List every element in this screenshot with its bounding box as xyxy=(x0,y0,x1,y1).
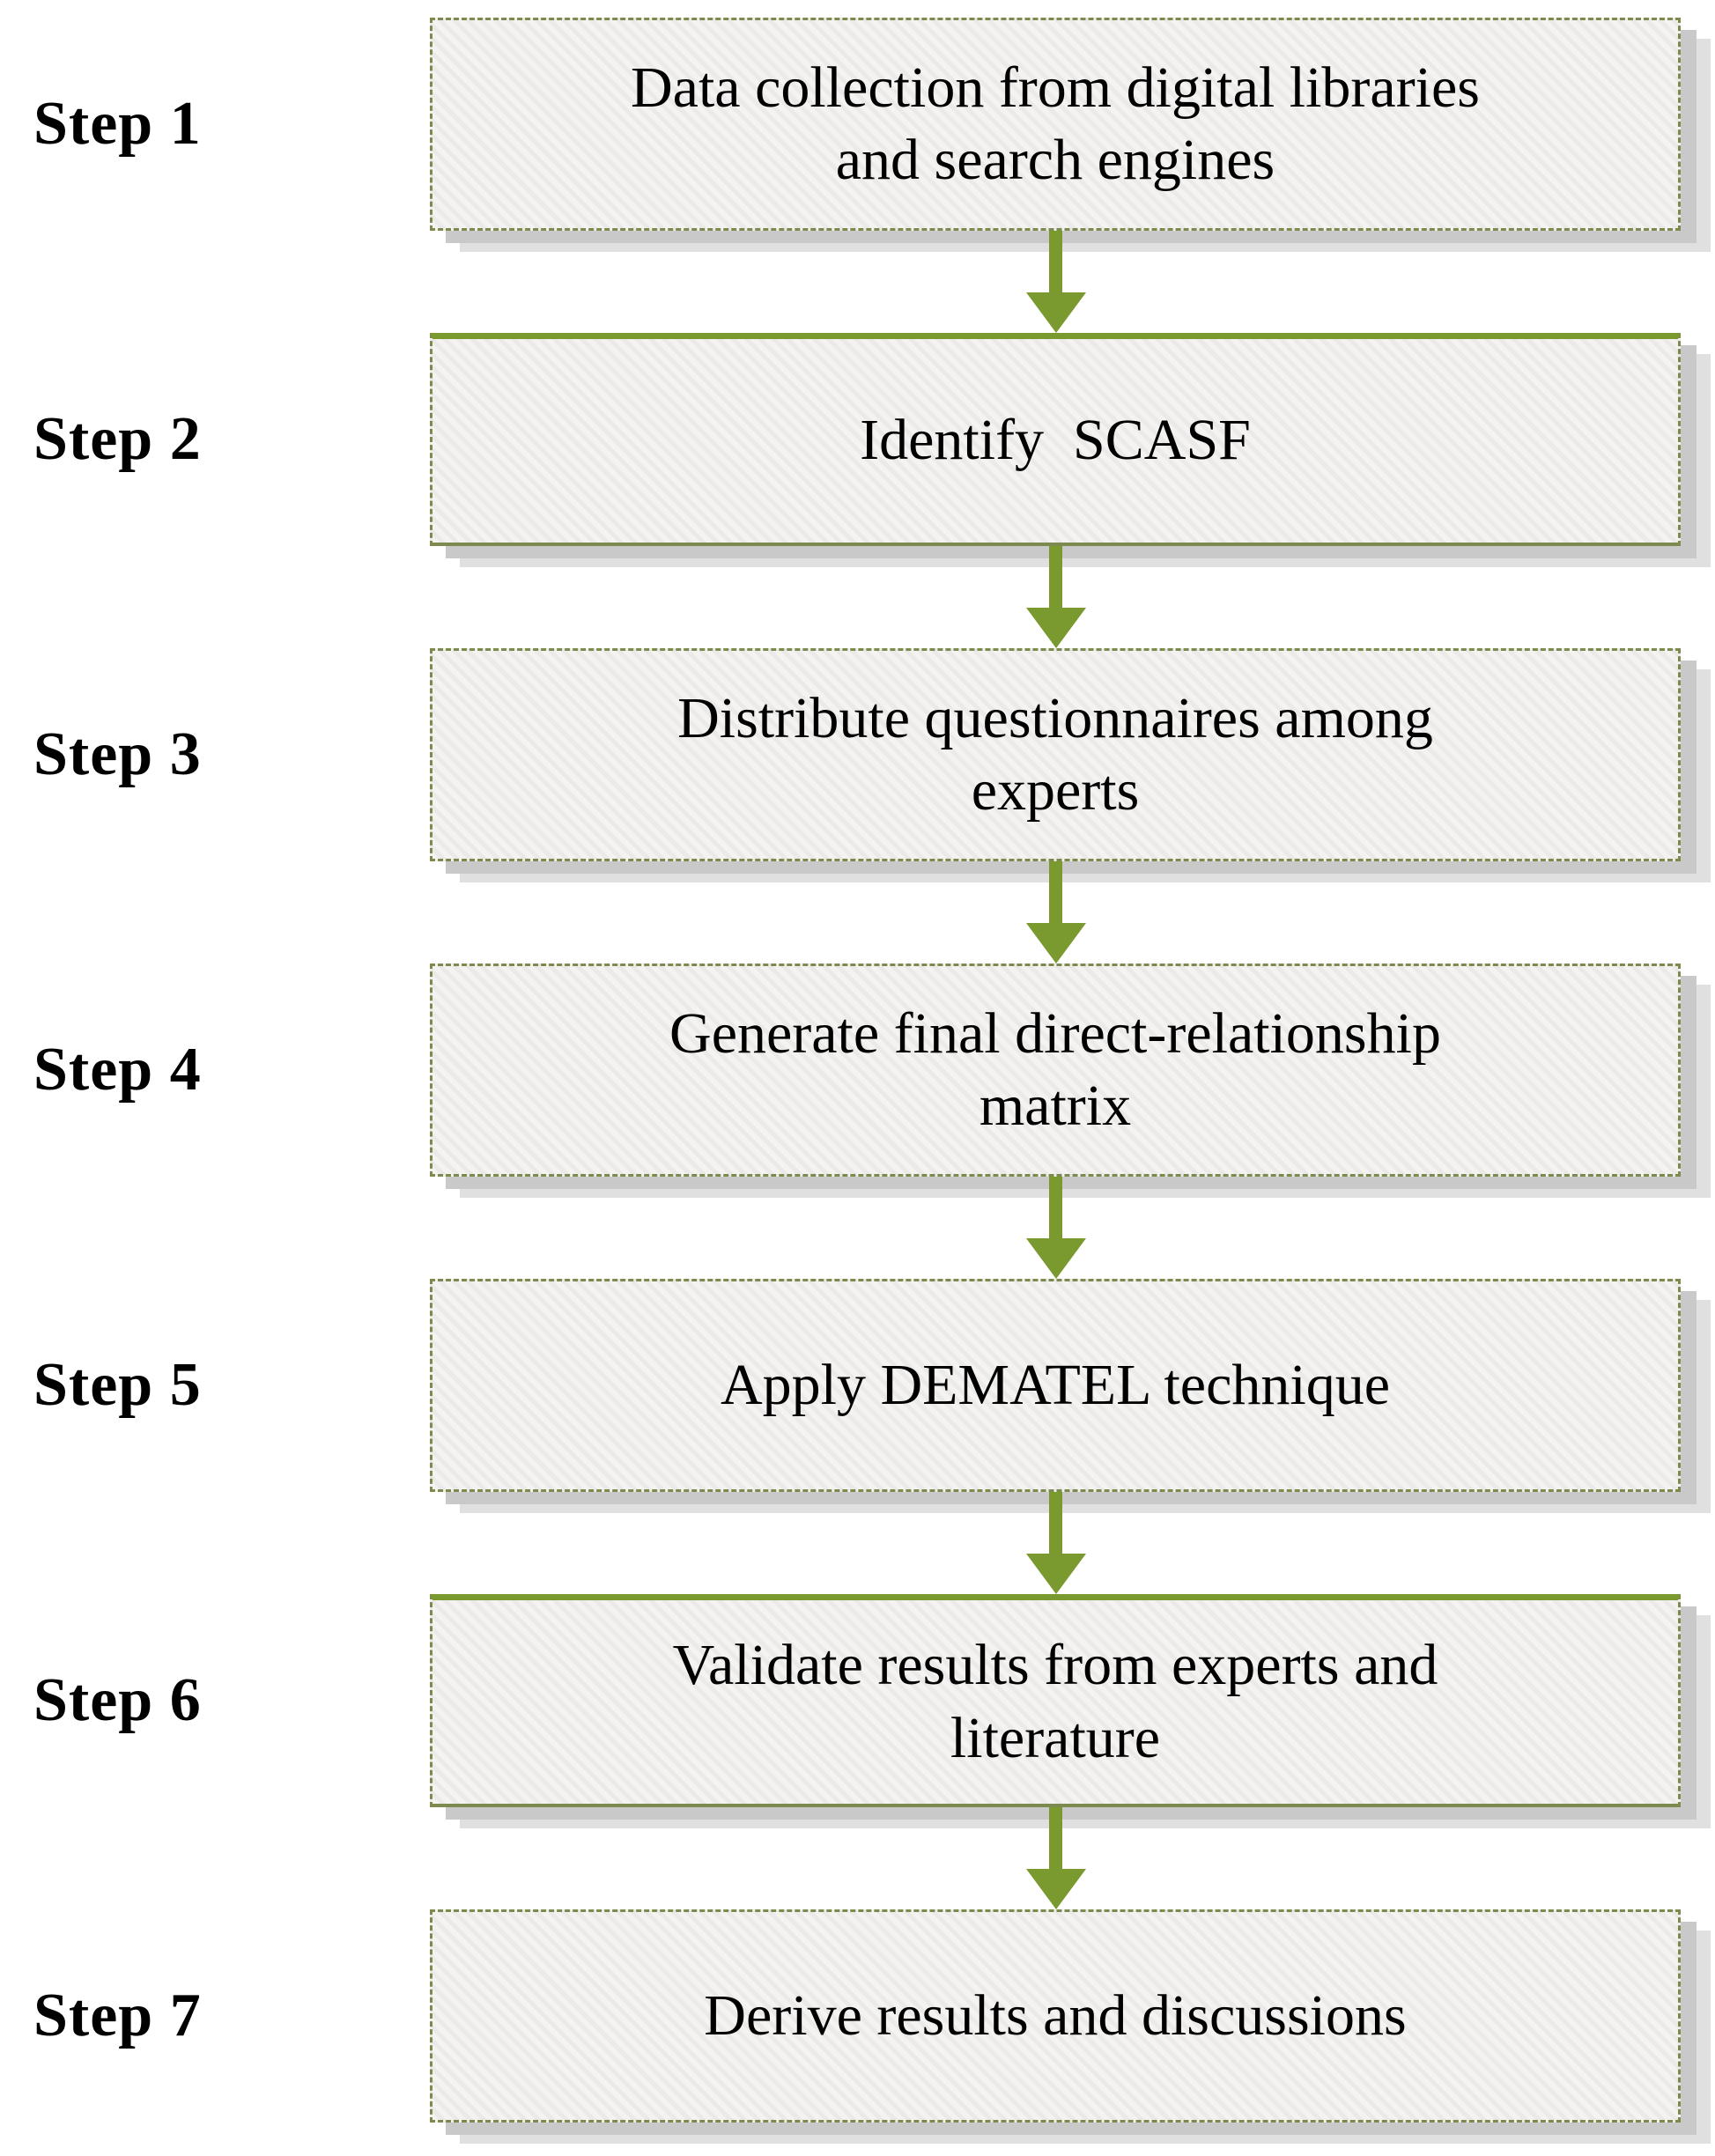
step-1-label: Step 1 xyxy=(33,90,202,158)
step-label-col-2: Step 2 xyxy=(0,404,430,475)
step-row-4: Step 4 Generate final direct-relationshi… xyxy=(0,964,1715,1177)
arrow-head xyxy=(1026,1869,1086,1909)
step-2-label: Step 2 xyxy=(33,405,202,473)
step-7-label: Step 7 xyxy=(33,1982,202,2049)
step-7-box: Derive results and discussions xyxy=(430,1909,1681,2123)
step-row-7: Step 7 Derive results and discussions xyxy=(0,1909,1715,2123)
arrow-head xyxy=(1026,608,1086,648)
arrow-shaft xyxy=(1049,231,1062,294)
step-7-box-text: Derive results and discussions xyxy=(704,1982,1407,2048)
step-3-box-text: Distribute questionnaires among experts xyxy=(677,685,1433,823)
step-label-col-3: Step 3 xyxy=(0,720,430,790)
step-4-label: Step 4 xyxy=(33,1036,202,1104)
arrow-shaft xyxy=(1049,1807,1062,1871)
arrow-head xyxy=(1026,292,1086,333)
step-3-label: Step 3 xyxy=(33,720,202,788)
connector-row-2 xyxy=(0,546,1715,648)
step-2-box: Identify SCASF xyxy=(430,333,1681,546)
step-label-col-1: Step 1 xyxy=(0,89,430,159)
arrow-shaft xyxy=(1049,1492,1062,1555)
connector-row-4 xyxy=(0,1177,1715,1279)
down-arrow-icon xyxy=(0,1807,1715,1909)
step-1-box-text: Data collection from digital libraries a… xyxy=(631,55,1480,193)
step-row-1: Step 1 Data collection from digital libr… xyxy=(0,18,1715,231)
arrow-head xyxy=(1026,923,1086,964)
step-4-box: Generate final direct-relationship matri… xyxy=(430,964,1681,1177)
step-label-col-6: Step 6 xyxy=(0,1665,430,1736)
step-6-box: Validate results from experts and litera… xyxy=(430,1594,1681,1807)
arrow-shaft xyxy=(1049,1177,1062,1240)
down-arrow-icon xyxy=(0,861,1715,964)
step-2-box-text: Identify SCASF xyxy=(860,408,1251,473)
arrow-shaft xyxy=(1049,861,1062,925)
step-label-col-5: Step 5 xyxy=(0,1350,430,1421)
step-row-2: Step 2 Identify SCASF xyxy=(0,333,1715,546)
step-4-box-text: Generate final direct-relationship matri… xyxy=(669,1000,1441,1139)
arrow-shaft xyxy=(1049,546,1062,609)
step-6-box-text: Validate results from experts and litera… xyxy=(672,1633,1438,1770)
connector-row-1 xyxy=(0,231,1715,333)
connector-row-6 xyxy=(0,1807,1715,1909)
down-arrow-icon xyxy=(0,546,1715,648)
down-arrow-icon xyxy=(0,1177,1715,1279)
step-row-3: Step 3 Distribute questionnaires among e… xyxy=(0,648,1715,861)
connector-row-5 xyxy=(0,1492,1715,1594)
step-5-box-text: Apply DEMATEL technique xyxy=(720,1352,1391,1417)
step-row-5: Step 5 Apply DEMATEL technique xyxy=(0,1279,1715,1492)
step-5-box: Apply DEMATEL technique xyxy=(430,1279,1681,1492)
step-label-col-4: Step 4 xyxy=(0,1035,430,1105)
step-3-box: Distribute questionnaires among experts xyxy=(430,648,1681,861)
arrow-head xyxy=(1026,1554,1086,1594)
connector-row-3 xyxy=(0,861,1715,964)
step-row-6: Step 6 Validate results from experts and… xyxy=(0,1594,1715,1807)
step-1-box: Data collection from digital libraries a… xyxy=(430,18,1681,231)
step-5-label: Step 5 xyxy=(33,1351,202,1419)
down-arrow-icon xyxy=(0,1492,1715,1594)
step-label-col-7: Step 7 xyxy=(0,1981,430,2051)
down-arrow-icon xyxy=(0,231,1715,333)
step-6-label: Step 6 xyxy=(33,1666,202,1734)
arrow-head xyxy=(1026,1238,1086,1279)
